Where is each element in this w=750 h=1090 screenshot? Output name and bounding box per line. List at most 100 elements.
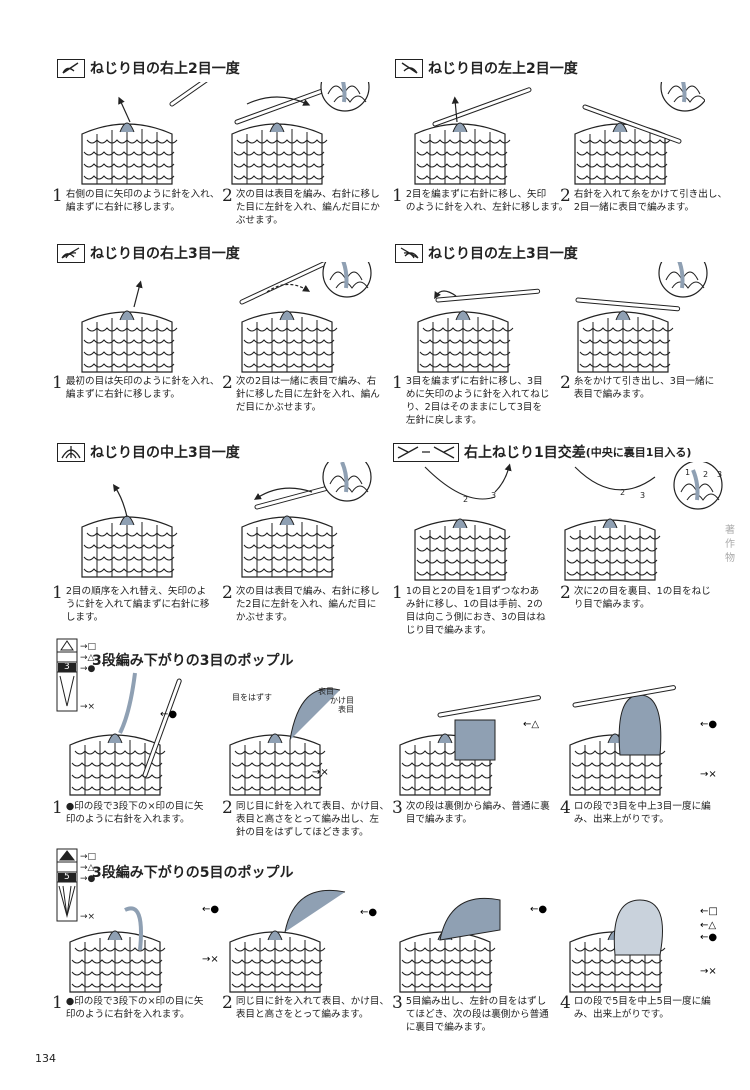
step-s7-1: 1 ●印の段で3段下の×印の目に矢 印のように右針を入れます。 bbox=[52, 800, 203, 826]
step-number: 1 bbox=[392, 186, 403, 206]
mark-cross-label: →× bbox=[80, 702, 96, 712]
anno-knit: 表目 bbox=[318, 687, 334, 696]
mark-dot-label: →● bbox=[80, 874, 96, 884]
svg-text:←●: ←● bbox=[700, 719, 717, 730]
step-text: 2目を編まずに右針に移し、矢印 のように針を入れ、左針に移します。 bbox=[405, 189, 569, 213]
section-title-right-twisted-cross: 右上ねじり1目交差 (中央に裏目1目入る) bbox=[393, 442, 691, 462]
step-number: 2 bbox=[222, 373, 233, 393]
step-number: 3 bbox=[392, 798, 403, 818]
right-2-tog-illustration bbox=[81, 82, 371, 185]
mark-dot-label: →● bbox=[80, 664, 96, 674]
step-s8-4: 4 ロの段で5目を中上5目一度に編 み、出来上がりです。 bbox=[560, 995, 711, 1021]
step-s8-2: 2 同じ目に針を入れて表目、かけ目、 表目と高さをとって編みます。 bbox=[222, 995, 389, 1021]
stitch-label-3b: 3 bbox=[640, 491, 646, 500]
svg-text:→×: →× bbox=[312, 767, 329, 778]
twisted-cross-symbol-icon bbox=[393, 442, 459, 462]
popcorn-5-chart: 5 →□ →△ →● →× bbox=[56, 848, 96, 928]
step-number: 1 bbox=[52, 186, 63, 206]
popcorn-3-chart: 3 →□ →△ →● →× bbox=[56, 638, 96, 718]
left-2-tog-illustration bbox=[414, 82, 705, 185]
step-s6-2: 2 次に2の目を裏目、1の目をねじ り目で編みます。 bbox=[560, 585, 711, 611]
circle-label-3: 3 bbox=[717, 470, 723, 479]
svg-text:←●: ←● bbox=[202, 904, 219, 915]
step-s8-3: 3 5目編み出し、左針の目をはずし てほどき、次の段は裏側から普通 に裏目で編み… bbox=[392, 995, 549, 1034]
mark-cross-label: →× bbox=[80, 912, 96, 922]
popcorn-3-illustrations: ←● →× ←△ ←● →× bbox=[69, 672, 717, 796]
side-copyright-stamp: 著作物 bbox=[725, 525, 735, 564]
left-2-tog-symbol-icon bbox=[395, 58, 423, 78]
step-number: 2 bbox=[560, 373, 571, 393]
center-3-tog-symbol-icon bbox=[57, 442, 85, 462]
stitch-label-3: 3 bbox=[491, 491, 497, 500]
step-number: 4 bbox=[560, 993, 571, 1013]
step-number: 3 bbox=[392, 993, 403, 1013]
step-number: 1 bbox=[52, 798, 63, 818]
step-text: 次に2の目を裏目、1の目をねじ り目で編みます。 bbox=[573, 586, 711, 610]
stitch-label-2b: 2 bbox=[620, 488, 626, 497]
step-s8-1: 1 ●印の段で3段下の×印の目に矢 印のように右針を入れます。 bbox=[52, 995, 203, 1021]
mark-triangle-label: →△ bbox=[80, 863, 95, 873]
step-number: 2 bbox=[222, 186, 233, 206]
step-text: 2目の順序を入れ替え、矢印のよ うに針を入れて編まずに右針に移 します。 bbox=[65, 586, 210, 623]
step-text: 次の段は裏側から編み、普通に裏 目で編みます。 bbox=[405, 801, 550, 825]
step-s2-2: 2 右針を入れて糸をかけて引き出し、 2目一緒に表目で編みます。 bbox=[560, 188, 727, 214]
step-number: 1 bbox=[392, 583, 403, 603]
step-number: 1 bbox=[52, 583, 63, 603]
right-3-tog-illustration bbox=[81, 262, 372, 373]
section-subtitle: (中央に裏目1目入る) bbox=[585, 446, 692, 459]
svg-text:←□: ←□ bbox=[700, 906, 718, 917]
circle-label-2: 2 bbox=[703, 470, 709, 479]
section-title-center-3-tog: ねじり目の中上3目一度 bbox=[57, 442, 240, 462]
right-2-tog-symbol-icon bbox=[57, 58, 85, 78]
step-number: 1 bbox=[392, 373, 403, 393]
step-text: ロの段で5目を中上5目一度に編 み、出来上がりです。 bbox=[573, 996, 711, 1020]
chart-number: 3 bbox=[64, 662, 70, 672]
left-3-tog-symbol-icon bbox=[395, 243, 423, 263]
step-number: 2 bbox=[560, 583, 571, 603]
left-3-tog-illustration bbox=[417, 262, 708, 373]
svg-text:→×: →× bbox=[700, 966, 717, 977]
section-title-right-2-tog: ねじり目の右上2目一度 bbox=[57, 58, 240, 78]
chart-number: 5 bbox=[64, 872, 70, 882]
step-s6-1: 1 1の目と2の目を1目ずつなわあ み針に移し、1の目は手前、2の 目は向こう側… bbox=[392, 585, 546, 637]
step-text: 右側の目に矢印のように針を入れ、 編まずに右針に移します。 bbox=[65, 189, 220, 213]
section-title-text: ねじり目の右上2目一度 bbox=[90, 61, 240, 77]
section-title-left-2-tog: ねじり目の左上2目一度 bbox=[395, 58, 578, 78]
step-text: 最初の目は矢印のように針を入れ、 編まずに右針に移します。 bbox=[65, 376, 220, 400]
step-text: 糸をかけて引き出し、3目一緒に 表目で編みます。 bbox=[573, 376, 715, 400]
step-text: 同じ目に針を入れて表目、かけ目、 表目と高さをとって編み出し、左 針の目をはずし… bbox=[235, 801, 390, 838]
svg-text:←●: ←● bbox=[700, 932, 717, 943]
section-title-text: 右上ねじり1目交差 bbox=[464, 445, 586, 461]
section-title-left-3-tog: ねじり目の左上3目一度 bbox=[395, 243, 578, 263]
step-number: 2 bbox=[222, 583, 233, 603]
section-title-text: ねじり目の中上3目一度 bbox=[90, 445, 240, 461]
step-s1-1: 1 右側の目に矢印のように針を入れ、 編まずに右針に移します。 bbox=[52, 188, 219, 214]
step-text: 同じ目に針を入れて表目、かけ目、 表目と高さをとって編みます。 bbox=[235, 996, 390, 1020]
step-text: 1の目と2の目を1目ずつなわあ み針に移し、1の目は手前、2の 目は向こう側にお… bbox=[405, 586, 546, 636]
step-number: 2 bbox=[222, 798, 233, 818]
section-title-text: ねじり目の左上2目一度 bbox=[428, 61, 578, 77]
step-number: 4 bbox=[560, 798, 571, 818]
step-number: 2 bbox=[560, 186, 571, 206]
step-text: 3目を編まずに右針に移し、3目 めに矢印のように針を入れてねじ り、2目はそのま… bbox=[405, 376, 550, 426]
right-3-tog-symbol-icon bbox=[57, 243, 85, 263]
step-text: 右針を入れて糸をかけて引き出し、 2目一緒に表目で編みます。 bbox=[573, 189, 728, 213]
step-text: ロの段で3目を中上3目一度に編 み、出来上がりです。 bbox=[573, 801, 711, 825]
step-number: 1 bbox=[52, 993, 63, 1013]
svg-text:→×: →× bbox=[700, 769, 717, 780]
svg-text:←●: ←● bbox=[160, 709, 177, 720]
mark-square-label: →□ bbox=[80, 642, 97, 652]
step-text: 次の目は表目を編み、右針に移し た目に左針を入れ、編んだ目にか ぶせます。 bbox=[235, 189, 380, 226]
twisted-cross-illustration bbox=[414, 462, 724, 581]
anno-skip: 目をはずす bbox=[232, 693, 272, 702]
step-text: 次の2目は一緒に表目で編み、右 針に移した目に左針を入れ、編ん だ目にかぶせます… bbox=[235, 376, 380, 413]
section-title-text: ねじり目の右上3目一度 bbox=[90, 246, 240, 262]
step-s7-2: 2 同じ目に針を入れて表目、かけ目、 表目と高さをとって編み出し、左 針の目をは… bbox=[222, 800, 389, 839]
step-s3-1: 1 最初の目は矢印のように針を入れ、 編まずに右針に移します。 bbox=[52, 375, 219, 401]
popcorn-5-illustrations: ←● →× ←● ←● ←□ ←△ ←● →× bbox=[69, 889, 718, 993]
stitch-label-2: 2 bbox=[463, 495, 469, 504]
step-text: ●印の段で3段下の×印の目に矢 印のように右針を入れます。 bbox=[65, 801, 204, 825]
svg-text:←●: ←● bbox=[530, 904, 547, 915]
step-text: 5目編み出し、左針の目をはずし てほどき、次の段は裏側から普通 に裏目で編みます… bbox=[405, 996, 549, 1033]
mark-square-label: →□ bbox=[80, 852, 97, 862]
